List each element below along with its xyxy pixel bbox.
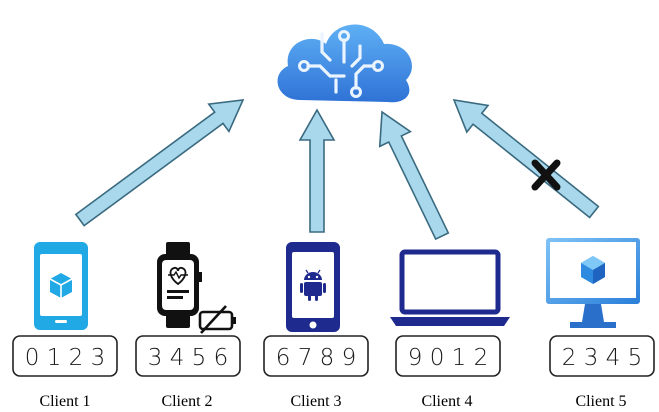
client-data-boxes: 0 1 2 3 3 4 5 6 6 7 8 9 9 0 1 2 2 3 4 5 — [12, 335, 655, 377]
data-samples-client-1: 0 1 2 3 — [25, 345, 105, 371]
data-box-client-5: 2 3 4 5 — [549, 335, 655, 377]
data-samples-client-4: 9 0 1 2 — [408, 345, 488, 371]
blocked-x-icon — [531, 159, 561, 191]
cloud-ai-icon — [277, 24, 412, 103]
upload-arrows — [74, 98, 600, 241]
low-battery-icon — [198, 305, 236, 334]
upload-arrow-2 — [298, 108, 336, 233]
data-samples-client-2: 3 4 5 6 — [148, 345, 228, 371]
data-box-client-4: 9 0 1 2 — [395, 335, 501, 377]
client-label-3: Client 3 — [290, 393, 341, 410]
data-box-client-2: 3 4 5 6 — [135, 335, 241, 377]
client-label-4: Client 4 — [421, 393, 472, 410]
client-label-1: Client 1 — [39, 393, 90, 410]
data-box-client-1: 0 1 2 3 — [12, 335, 118, 377]
smartwatch-low-battery-icon — [157, 242, 236, 334]
client-labels: Client 1 Client 2 Client 3 Client 4 Client 5 — [39, 393, 626, 410]
upload-arrow-4 — [452, 98, 600, 219]
android-icon — [300, 269, 326, 301]
client-label-5: Client 5 — [575, 393, 626, 410]
client-label-2: Client 2 — [161, 393, 212, 410]
laptop-icon — [390, 249, 510, 326]
data-samples-client-3: 6 7 8 9 — [276, 345, 356, 371]
upload-arrow-3 — [378, 110, 450, 241]
data-box-client-3: 6 7 8 9 — [263, 335, 369, 377]
smartphone-icon — [34, 242, 88, 330]
android-phone-icon — [286, 242, 340, 332]
desktop-monitor-icon — [546, 238, 640, 328]
upload-arrow-1 — [74, 99, 245, 227]
data-samples-client-5: 2 3 4 5 — [562, 345, 642, 371]
